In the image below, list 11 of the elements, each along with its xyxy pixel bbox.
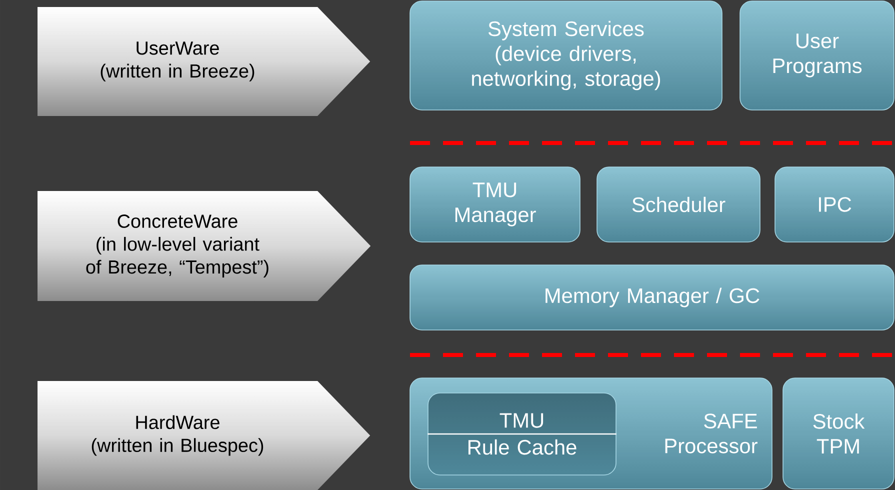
component-box: Memory Manager / GC: [410, 264, 894, 330]
layer-arrow: UserWare (written in Breeze): [100, 42, 254, 82]
layer-arrow: HardWare (written in Bluespec): [92, 415, 264, 456]
component-box: User Programs: [740, 0, 894, 110]
component-box: System Services (device drivers, networking, storage): [410, 0, 722, 110]
component-box: Stock TPM: [782, 378, 894, 490]
component-box: IPC: [774, 166, 894, 242]
component-box: TMU Rule Cache: [428, 392, 616, 476]
layer-arrow: ConcreteWare (in low-level variant of Breeze, “Tempest”): [86, 214, 268, 278]
component-box: TMU Manager: [410, 166, 580, 242]
component-box: Scheduler: [596, 166, 760, 242]
